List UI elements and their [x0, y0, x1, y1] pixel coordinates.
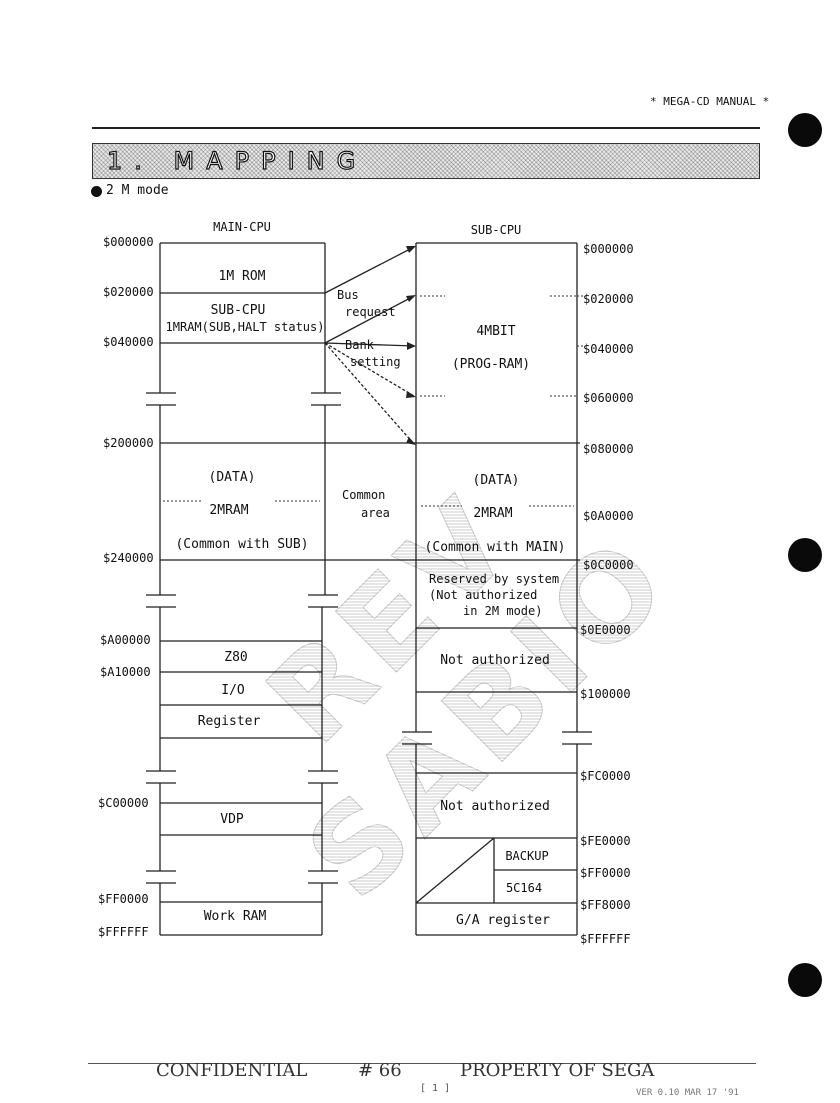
main-addr-040000: $040000: [103, 335, 154, 349]
sub-block-not-authorized-1: Not authorized: [440, 653, 550, 668]
sub-addr-ff0000: $FF0000: [580, 866, 631, 880]
sub-addr-040000: $040000: [583, 342, 634, 356]
sub-block-4mbit: 4MBIT: [476, 324, 516, 339]
sub-block-backup: BACKUP: [505, 849, 549, 863]
sub-addr-000000: $000000: [583, 242, 634, 256]
sub-block-common: (Common with MAIN): [424, 540, 566, 555]
main-block-subcpu-line2: 1MRAM(SUB,HALT status): [165, 320, 325, 334]
sub-block-prog-ram: (PROG-RAM): [451, 357, 531, 372]
sub-addr-fe0000: $FE0000: [580, 834, 631, 848]
bus-request-line1: Bus: [337, 288, 359, 302]
common-area-line2: area: [361, 506, 390, 520]
punch-hole-bottom: [788, 963, 822, 997]
sub-addr-100000: $100000: [580, 687, 631, 701]
main-block-register: Register: [197, 714, 261, 729]
sub-addr-060000: $060000: [583, 391, 634, 405]
footer-property: PROPERTY OF SEGA: [460, 1060, 655, 1081]
section-title: 1. MAPPING: [106, 146, 368, 175]
sub-cpu-title: SUB-CPU: [470, 223, 522, 237]
main-addr-000000: $000000: [103, 235, 154, 249]
common-area-line1: Common: [342, 488, 386, 502]
header-rule: [92, 127, 760, 129]
mode-label: 2 M mode: [106, 183, 169, 198]
main-block-rom: 1M ROM: [218, 269, 266, 284]
main-addr-a10000: $A10000: [100, 665, 151, 679]
footer-page-number: # 66: [358, 1060, 402, 1081]
main-block-common: (Common with SUB): [175, 537, 309, 552]
main-addr-c00000: $C00000: [98, 796, 149, 810]
main-addr-ffffff: $FFFFFF: [98, 925, 149, 939]
main-addr-200000: $200000: [103, 436, 154, 450]
sub-block-5c164: 5C164: [505, 881, 543, 895]
sub-block-2mram: 2MRAM: [473, 506, 513, 521]
footer-bracket: [ 1 ]: [420, 1083, 451, 1094]
sub-addr-0e0000: $0E0000: [580, 623, 631, 637]
main-block-subcpu-line1: SUB-CPU: [210, 303, 266, 318]
sub-block-reserved-line3: in 2M mode): [463, 604, 543, 618]
sub-addr-0a0000: $0A0000: [583, 509, 634, 523]
main-cpu-title: MAIN-CPU: [213, 220, 271, 234]
punch-hole-middle: [788, 538, 822, 572]
bullet-icon: [91, 186, 102, 197]
sub-addr-ff8000: $FF8000: [580, 898, 631, 912]
sub-block-ga-register: G/A register: [456, 913, 550, 928]
section-title-banner: 1. MAPPING: [92, 143, 760, 179]
sub-block-not-authorized-2: Not authorized: [440, 799, 550, 814]
main-addr-240000: $240000: [103, 551, 154, 565]
main-addr-020000: $020000: [103, 285, 154, 299]
sub-block-data: (DATA): [472, 473, 520, 488]
main-block-z80: Z80: [224, 650, 248, 665]
bank-setting-line2: setting: [350, 355, 401, 369]
footer-rule: [88, 1063, 756, 1064]
bus-request-line2: request: [345, 305, 396, 319]
sub-addr-020000: $020000: [583, 292, 634, 306]
main-block-data: (DATA): [208, 470, 256, 485]
sub-addr-fc0000: $FC0000: [580, 769, 631, 783]
footer-version-stamp: VER 0.10 MAR 17 '91: [636, 1088, 739, 1098]
sub-addr-ffffff: $FFFFFF: [580, 932, 631, 946]
main-addr-a00000: $A00000: [100, 633, 151, 647]
manual-title: * MEGA-CD MANUAL *: [650, 95, 770, 108]
main-block-2mram: 2MRAM: [209, 503, 249, 518]
main-addr-ff0000: $FF0000: [98, 892, 149, 906]
sub-block-reserved-line1: Reserved by system: [429, 572, 560, 586]
bank-setting-line1: Bank: [345, 338, 374, 352]
main-block-work-ram: Work RAM: [203, 909, 267, 924]
main-block-io: I/O: [221, 683, 245, 698]
sub-addr-080000: $080000: [583, 442, 634, 456]
main-block-vdp: VDP: [220, 812, 244, 827]
sub-addr-0c0000: $0C0000: [583, 558, 634, 572]
footer-confidential: CONFIDENTIAL: [156, 1060, 308, 1081]
punch-hole-top: [788, 113, 822, 147]
sub-block-reserved-line2: (Not authorized: [429, 588, 538, 602]
